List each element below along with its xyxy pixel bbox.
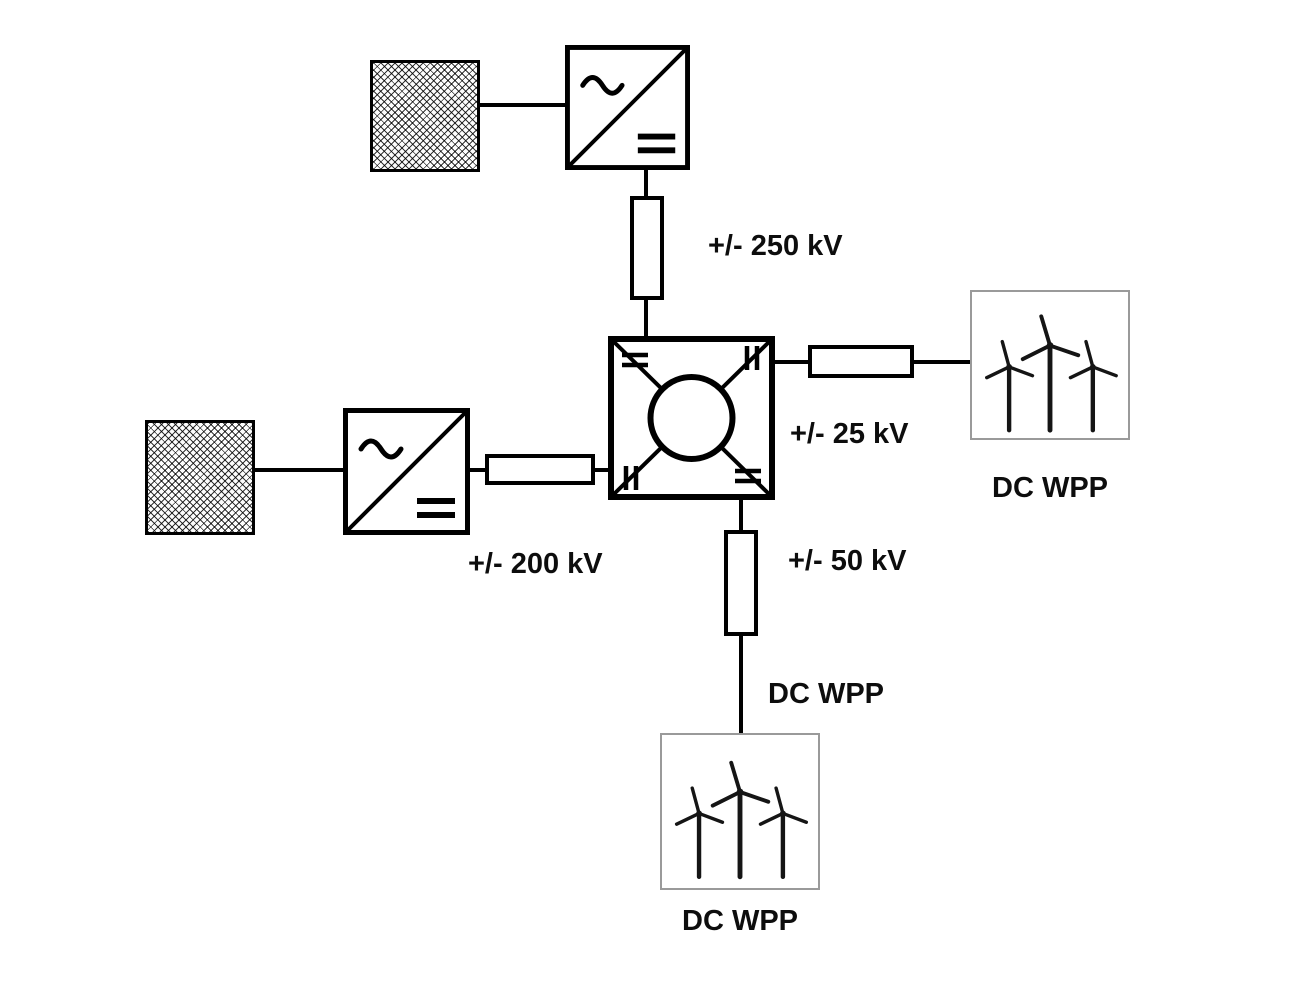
wire-cable-left-to-hub xyxy=(595,468,608,472)
wpp-label-mid: DC WPP xyxy=(768,678,884,710)
wire-cable-top-to-hub xyxy=(644,300,648,336)
voltage-label-left: +/- 200 kV xyxy=(468,548,603,580)
wire-converter-top-to-cable xyxy=(644,170,648,196)
wpp-label-right: DC WPP xyxy=(992,472,1108,504)
wire-hub-to-cable-bottom xyxy=(739,500,743,530)
dc-cable-top-icon xyxy=(630,196,664,300)
ac-dc-converter-top-icon xyxy=(565,45,690,170)
wire-cable-bottom-to-wpp xyxy=(739,636,743,733)
dc-cable-right-icon xyxy=(808,345,914,378)
voltage-label-top: +/- 250 kV xyxy=(708,230,843,262)
ac-dc-converter-left-icon xyxy=(343,408,470,535)
wind-power-plant-right-icon xyxy=(970,290,1130,440)
voltage-label-bottom: +/- 50 kV xyxy=(788,545,907,577)
dc-cable-left-icon xyxy=(485,454,595,485)
wpp-label-bottom: DC WPP xyxy=(682,905,798,937)
ac-grid-top-icon xyxy=(370,60,480,172)
wire-converter-left-to-cable xyxy=(470,468,485,472)
dc-cable-bottom-icon xyxy=(724,530,758,636)
wire-grid-to-converter-left xyxy=(255,468,343,472)
wire-grid-to-converter-top xyxy=(480,103,565,107)
voltage-label-right: +/- 25 kV xyxy=(790,418,909,450)
ac-grid-left-icon xyxy=(145,420,255,535)
multiport-dc-hub-icon xyxy=(608,336,775,500)
wire-hub-to-cable-right xyxy=(775,360,808,364)
wind-power-plant-bottom-icon xyxy=(660,733,820,890)
wire-cable-right-to-wpp xyxy=(914,360,970,364)
